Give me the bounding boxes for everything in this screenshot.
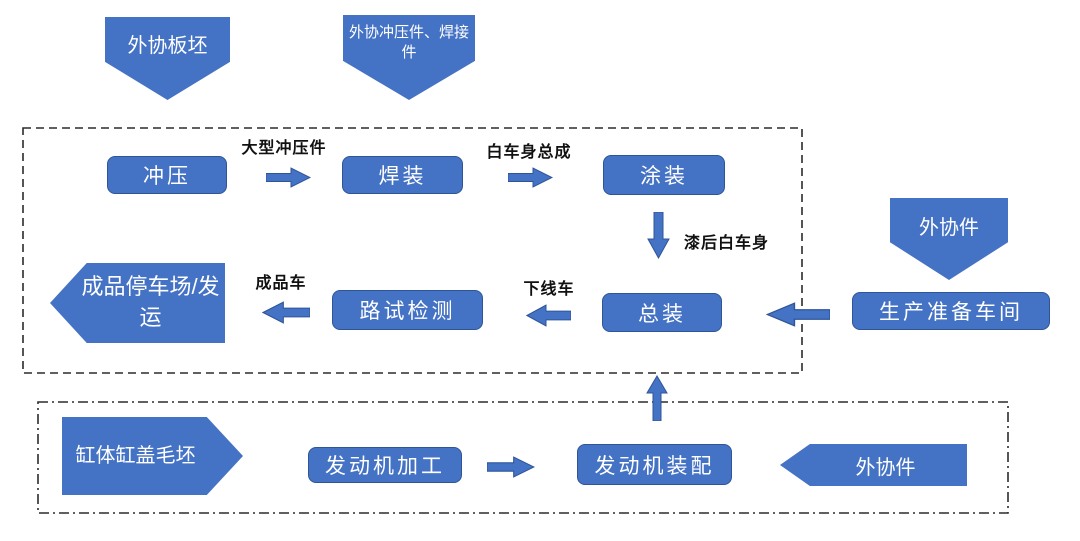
arrow-road-test-to-finished — [262, 301, 310, 324]
node-label: 涂装 — [640, 165, 688, 188]
engine-plant-dashdot-box — [37, 401, 1009, 514]
node-welding: 焊装 — [342, 156, 463, 194]
node-label: 发动机加工 — [325, 455, 445, 478]
arrow-painting-to-assembly — [647, 212, 670, 259]
node-label: 发动机装配 — [594, 454, 715, 478]
node-supply-blank: 外协板坯 — [105, 17, 230, 100]
node-supply-parts-bottom: 外协件 — [780, 444, 967, 486]
vehicle-plant-dashed-box — [22, 127, 803, 374]
arrow-prep-shop-to-assembly — [766, 302, 830, 327]
arrow-welding-to-painting — [508, 167, 553, 188]
node-road-test: 路试检测 — [332, 290, 483, 330]
node-supply-parts-right: 外协件 — [890, 198, 1008, 280]
node-label: 冲压 — [143, 165, 191, 188]
node-assembly: 总装 — [602, 293, 722, 332]
node-supply-stamp-weld: 外协冲压件、焊接件 — [343, 15, 475, 100]
arrow-stamping-to-welding — [266, 167, 311, 188]
node-painting: 涂装 — [603, 155, 725, 195]
node-label: 生产准备车间 — [879, 301, 1023, 324]
node-label: 缸体缸盖毛坯 — [75, 444, 196, 467]
node-prep-shop: 生产准备车间 — [852, 292, 1050, 330]
edge-label-road-test-to-finished: 成品车 — [255, 275, 307, 292]
node-label: 成品停车场/发运 — [81, 274, 220, 330]
arrow-machining-to-engine-assembly — [487, 456, 535, 478]
node-label: 焊装 — [378, 165, 427, 188]
node-label: 总装 — [638, 302, 686, 326]
node-engine-blank: 缸体缸盖毛坯 — [62, 417, 243, 495]
node-label: 外协件 — [855, 456, 916, 479]
node-label: 外协冲压件、焊接件 — [349, 24, 470, 62]
node-label: 外协板坯 — [127, 35, 208, 57]
arrow-assembly-to-road-test — [526, 304, 571, 327]
arrow-engine-assembly-to-assembly — [645, 375, 669, 421]
node-label: 路试检测 — [359, 300, 456, 323]
edge-label-welding-to-painting: 白车身总成 — [486, 144, 572, 161]
node-engine-assembly: 发动机装配 — [577, 444, 732, 485]
edge-label-stamping-to-welding: 大型冲压件 — [241, 140, 327, 157]
edge-label-painting-to-assembly: 漆后白车身 — [684, 235, 770, 252]
node-label: 外协件 — [919, 217, 979, 239]
node-stamping: 冲压 — [107, 156, 227, 194]
edge-label-assembly-to-road-test: 下线车 — [523, 281, 575, 298]
node-finished-lot: 成品停车场/发运 — [50, 263, 225, 343]
node-engine-machining: 发动机加工 — [308, 447, 462, 483]
